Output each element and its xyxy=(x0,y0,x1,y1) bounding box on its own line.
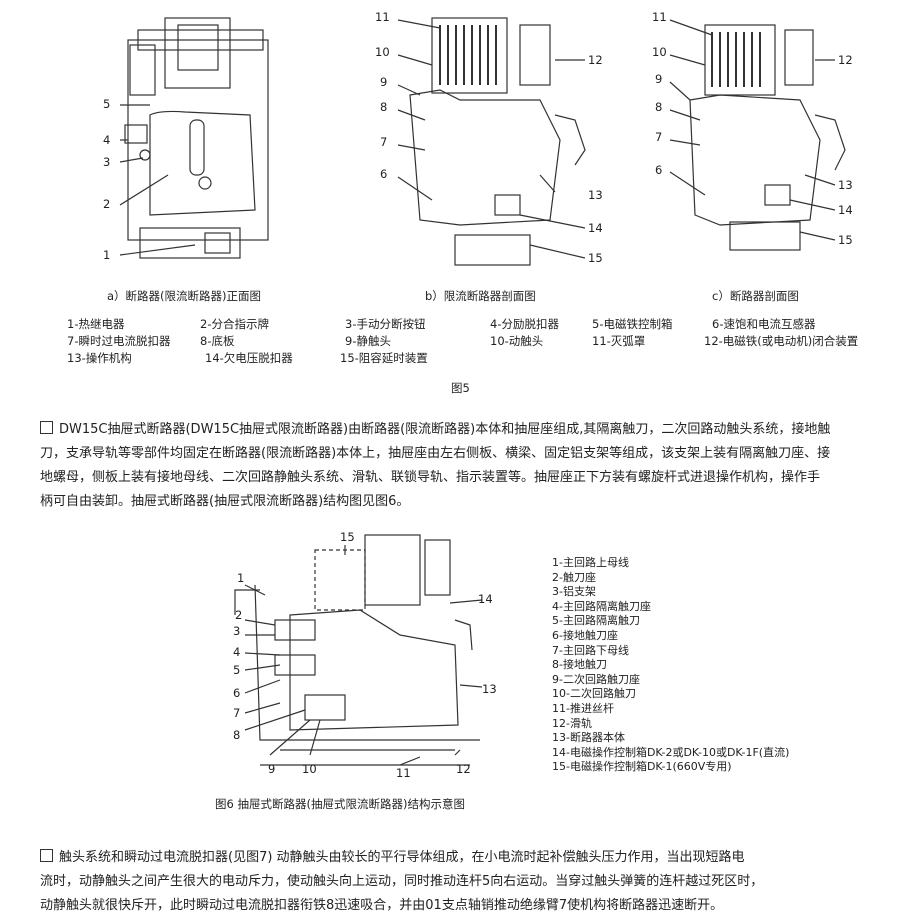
drawing-a-front-view xyxy=(119,17,269,259)
callout-c-13: 13 xyxy=(838,178,853,192)
figure6-legend: 1-主回路上母线 2-触刀座 3-铝支架 4-主回路隔离触刀座 5-主回路隔离触… xyxy=(552,556,789,775)
callout-c-6: 6 xyxy=(655,163,663,177)
callout-b-7: 7 xyxy=(380,135,388,149)
legend-item: 15-阻容延时装置 xyxy=(340,351,428,365)
legend-item: 15-电磁操作控制箱DK-1(660V专用) xyxy=(552,760,732,774)
callout-b-9: 9 xyxy=(380,75,388,89)
text-line: 地螺母，侧板上装有接地母线、二次回路静触头系统、滑轨、联锁导轨、指示装置等。抽屉… xyxy=(40,470,821,485)
caption-c: c）断路器剖面图 xyxy=(712,289,799,303)
drawing-c-section-view xyxy=(669,19,846,251)
callout-b-12: 12 xyxy=(588,53,603,67)
callout-6-14: 14 xyxy=(478,592,493,606)
callout-6-13: 13 xyxy=(482,682,497,696)
legend-item: 5-电磁铁控制箱 xyxy=(592,317,673,331)
text-line: DW15C抽屉式断路器(DW15C抽屉式限流断路器)由断路器(限流断路器)本体和… xyxy=(59,422,831,437)
legend-item: 14-欠电压脱扣器 xyxy=(205,351,293,365)
legend-item: 8-接地触刀 xyxy=(552,658,607,672)
callout-a-4: 4 xyxy=(103,133,111,147)
legend-item: 11-灭弧罩 xyxy=(592,334,646,348)
figure6-caption: 图6 抽屉式断路器(抽屉式限流断路器)结构示意图 xyxy=(215,797,465,811)
legend-item: 12-滑轨 xyxy=(552,716,592,730)
legend-item: 6-速饱和电流互感器 xyxy=(712,317,816,331)
text-line: 柄可自由装卸。抽屉式断路器(抽屉式限流断路器)结构图见图6。 xyxy=(40,494,410,509)
callout-6-7: 7 xyxy=(233,706,241,720)
callout-6-8: 8 xyxy=(233,728,241,742)
legend-item: 10-二次回路触刀 xyxy=(552,687,636,701)
legend-item: 10-动触头 xyxy=(490,334,544,348)
legend-item: 6-接地触刀座 xyxy=(552,628,618,642)
callout-b-11: 11 xyxy=(375,10,390,24)
callout-6-10: 10 xyxy=(302,762,317,776)
legend-item: 7-主回路下母线 xyxy=(552,643,629,657)
callout-c-14: 14 xyxy=(838,203,853,217)
callout-a-5: 5 xyxy=(103,97,111,111)
drawing-b-section-view xyxy=(397,17,586,266)
callout-b-10: 10 xyxy=(375,45,390,59)
legend-item: 4-分励脱扣器 xyxy=(490,317,559,331)
legend-item: 13-断路器本体 xyxy=(552,731,625,745)
caption-b: b）限流断路器剖面图 xyxy=(425,289,536,303)
legend-item: 11-推进丝杆 xyxy=(552,701,614,715)
legend-item: 13-操作机构 xyxy=(67,351,132,365)
callout-c-9: 9 xyxy=(655,72,663,86)
legend-item: 2-触刀座 xyxy=(552,570,596,584)
callout-6-5: 5 xyxy=(233,663,241,677)
legend-item: 3-铝支架 xyxy=(552,585,596,599)
legend-item: 9-静触头 xyxy=(345,334,391,348)
callout-b-14: 14 xyxy=(588,221,603,235)
callout-c-11: 11 xyxy=(652,10,667,24)
callout-6-12: 12 xyxy=(456,762,471,776)
figure5-drawings xyxy=(119,17,846,266)
legend-item: 14-电磁操作控制箱DK-2或DK-10或DK-1F(直流) xyxy=(552,745,790,759)
paragraph-drawer-breaker: DW15C抽屉式断路器(DW15C抽屉式限流断路器)由断路器(限流断路器)本体和… xyxy=(40,418,890,514)
legend-item: 1-主回路上母线 xyxy=(552,556,629,569)
text-line: 流时，动静触头之间产生很大的电动斥力，使动触头向上运动，同时推动连杆5向右运动。… xyxy=(40,874,764,889)
callout-b-6: 6 xyxy=(380,167,388,181)
legend-item: 9-二次回路触刀座 xyxy=(552,672,640,686)
figure5-title: 图5 xyxy=(451,381,470,395)
callout-6-6: 6 xyxy=(233,686,241,700)
callout-a-1: 1 xyxy=(103,248,111,262)
checkbox-bullet-icon xyxy=(40,421,53,434)
callout-c-15: 15 xyxy=(838,233,853,247)
legend-item: 1-热继电器 xyxy=(67,317,125,331)
callout-c-12: 12 xyxy=(838,53,853,67)
callout-b-15: 15 xyxy=(588,251,603,265)
text-line: 刀，支承导轨等零部件均固定在断路器(限流断路器)本体上，抽屉座由左右侧板、横梁、… xyxy=(40,446,831,461)
callout-c-7: 7 xyxy=(655,130,663,144)
paragraph-contact-system: 触头系统和瞬动过电流脱扣器(见图7) 动静触头由较长的平行导体组成，在小电流时起… xyxy=(40,846,890,918)
callout-6-2: 2 xyxy=(235,608,243,622)
caption-a: a）断路器(限流断路器)正面图 xyxy=(107,289,262,303)
legend-item: 4-主回路隔离触刀座 xyxy=(552,599,651,613)
checkbox-bullet-icon xyxy=(40,849,53,862)
legend-item: 12-电磁铁(或电动机)闭合装置 xyxy=(704,334,859,348)
legend-item: 5-主回路隔离触刀 xyxy=(552,614,640,628)
callout-c-10: 10 xyxy=(652,45,667,59)
callout-6-11: 11 xyxy=(396,766,411,780)
callout-6-4: 4 xyxy=(233,645,241,659)
callout-6-15: 15 xyxy=(340,530,355,544)
text-line: 动静触头就很快斥开，此时瞬动过电流脱扣器衔铁8迅速吸合，并由01支点轴销推动绝缘… xyxy=(40,898,724,913)
legend-item: 3-手动分断按钮 xyxy=(345,317,426,331)
legend-item: 7-瞬时过电流脱扣器 xyxy=(67,334,171,348)
callout-a-3: 3 xyxy=(103,155,111,169)
figure6-drawing xyxy=(234,534,483,766)
callout-6-3: 3 xyxy=(233,624,241,638)
legend-item: 8-底板 xyxy=(200,334,235,348)
text-line: 触头系统和瞬动过电流脱扣器(见图7) 动静触头由较长的平行导体组成，在小电流时起… xyxy=(59,850,745,865)
callout-6-1: 1 xyxy=(237,571,245,585)
callout-c-8: 8 xyxy=(655,100,663,114)
callout-b-13: 13 xyxy=(588,188,603,202)
legend-item: 2-分合指示牌 xyxy=(200,317,269,331)
callout-a-2: 2 xyxy=(103,197,111,211)
callout-6-9: 9 xyxy=(268,762,276,776)
callout-b-8: 8 xyxy=(380,100,388,114)
